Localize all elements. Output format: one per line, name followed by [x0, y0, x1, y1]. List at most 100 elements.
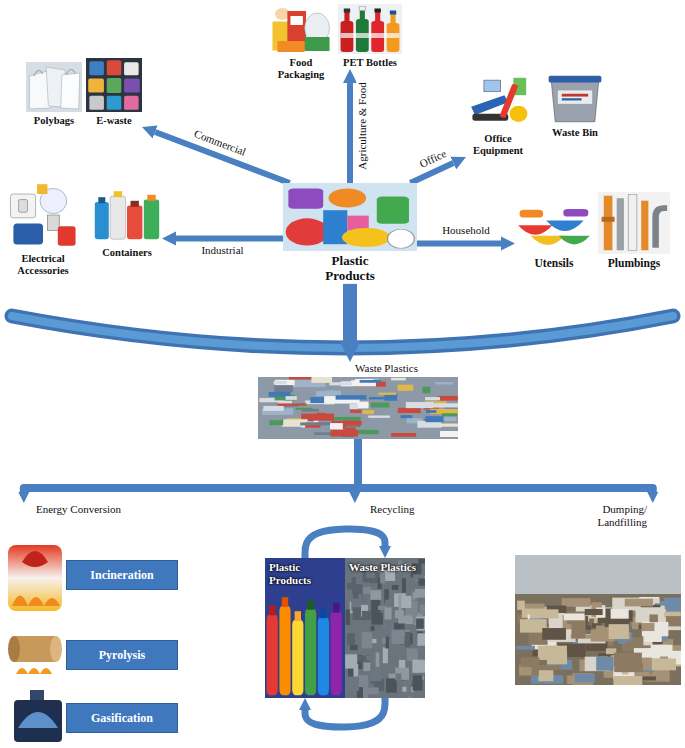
debris-piece: [346, 609, 350, 625]
debris-piece: [366, 656, 370, 661]
node-label: Pyrolysis: [99, 648, 145, 663]
node-label: Incineration: [90, 568, 153, 583]
illustration-part: [107, 78, 122, 93]
illustration-part: [558, 90, 592, 103]
illustration-part: [22, 551, 48, 567]
debris-piece: [398, 385, 414, 391]
illustration-part: [58, 226, 76, 246]
debris-piece: [376, 652, 380, 668]
debris-piece: [574, 674, 595, 683]
illustration-part: [124, 62, 139, 75]
debris-piece: [596, 657, 613, 671]
picture: [542, 68, 608, 124]
debris-piece: [362, 632, 373, 648]
illustration-part: [390, 14, 395, 24]
debris-piece: [567, 676, 574, 685]
debris-piece: [516, 646, 535, 650]
picture: [598, 192, 670, 254]
picture-node: Food Packaging: [270, 4, 332, 81]
illustration-part: [8, 545, 62, 611]
illustration-part: [602, 217, 615, 222]
group-node: RecyclingPlastic ProductsWaste Plastics: [255, 503, 440, 743]
picture-node: Waste Plastics: [258, 362, 458, 439]
picture-node: Dumping/ Landfilling: [515, 503, 681, 685]
illustration-part: [110, 196, 125, 239]
debris-piece: [350, 410, 361, 413]
debris-piece: [545, 646, 557, 658]
node-label: E-waste: [86, 115, 142, 127]
illustration-part: [604, 196, 613, 251]
illustration-part: [641, 201, 648, 251]
debris-piece: [517, 601, 525, 610]
illustration-part: [95, 202, 109, 239]
illustration-part: [292, 620, 303, 696]
illustration-part: [26, 62, 82, 112]
debris-piece: [564, 614, 585, 621]
illustration-part: [549, 76, 602, 83]
flow-arrow: [305, 529, 385, 558]
illustration-part: [124, 96, 139, 110]
illustration-part: [515, 206, 593, 254]
illustration-part: [562, 94, 588, 97]
illustration-part: [345, 558, 425, 698]
debris-piece: [440, 431, 458, 437]
debris-piece: [362, 611, 371, 620]
collection-band: [12, 316, 673, 348]
debris-piece: [384, 607, 391, 619]
illustration-part: [628, 194, 637, 250]
debris-piece: [363, 410, 374, 414]
picture-node: Electrical Accessories: [6, 180, 80, 277]
incineration-icon: [8, 545, 62, 611]
process-box: Pyrolysis: [66, 640, 178, 670]
picture: [270, 4, 332, 54]
debris-piece: [435, 382, 453, 384]
debris-piece: [316, 413, 326, 418]
process-box: Incineration: [66, 560, 178, 590]
illustration-part: [92, 184, 162, 244]
debris-piece: [413, 675, 423, 690]
process-box: Gasification: [66, 703, 178, 733]
debris-piece: [530, 610, 559, 619]
debris-piece: [368, 416, 390, 418]
debris-piece: [329, 382, 352, 385]
illustration-part: [127, 206, 142, 240]
debris-piece: [370, 667, 381, 681]
debris-piece: [440, 424, 458, 427]
illustration-part: [563, 209, 588, 217]
picture-tile: Waste Plastics: [345, 558, 425, 698]
illustration-part: [344, 12, 349, 22]
illustration-part: [331, 611, 342, 695]
debris-piece: [350, 404, 358, 409]
debris-piece: [412, 660, 425, 673]
debris-piece: [422, 387, 430, 394]
picture: [86, 58, 142, 112]
debris-piece: [611, 609, 629, 619]
picture: [515, 555, 681, 685]
debris-piece: [391, 433, 416, 437]
debris-piece: [644, 632, 661, 642]
debris-piece: [406, 402, 434, 408]
debris-piece: [398, 615, 412, 623]
debris-piece: [418, 559, 425, 564]
debris-piece: [401, 415, 413, 418]
debris-piece: [371, 626, 375, 631]
debris-piece: [406, 680, 411, 697]
illustration-part: [88, 79, 104, 93]
illustration-part: [98, 197, 105, 203]
illustration-part: [515, 594, 681, 685]
illustration-part: [283, 183, 417, 251]
illustration-part: [617, 198, 624, 250]
debris-piece: [381, 623, 393, 629]
node-label: Food Packaging: [270, 57, 332, 81]
debris-piece: [399, 660, 405, 668]
illustration-part: [377, 197, 409, 224]
illustration-part: [307, 600, 313, 610]
debris-piece: [438, 396, 458, 401]
node-label: Electrical Accessories: [6, 253, 80, 277]
node-label: Gasification: [91, 711, 153, 726]
illustration-part: [656, 208, 668, 248]
debris-piece: [651, 645, 673, 657]
debris-piece: [269, 392, 291, 397]
illustration-part: [107, 60, 122, 75]
node-label: Waste Bin: [542, 127, 608, 139]
